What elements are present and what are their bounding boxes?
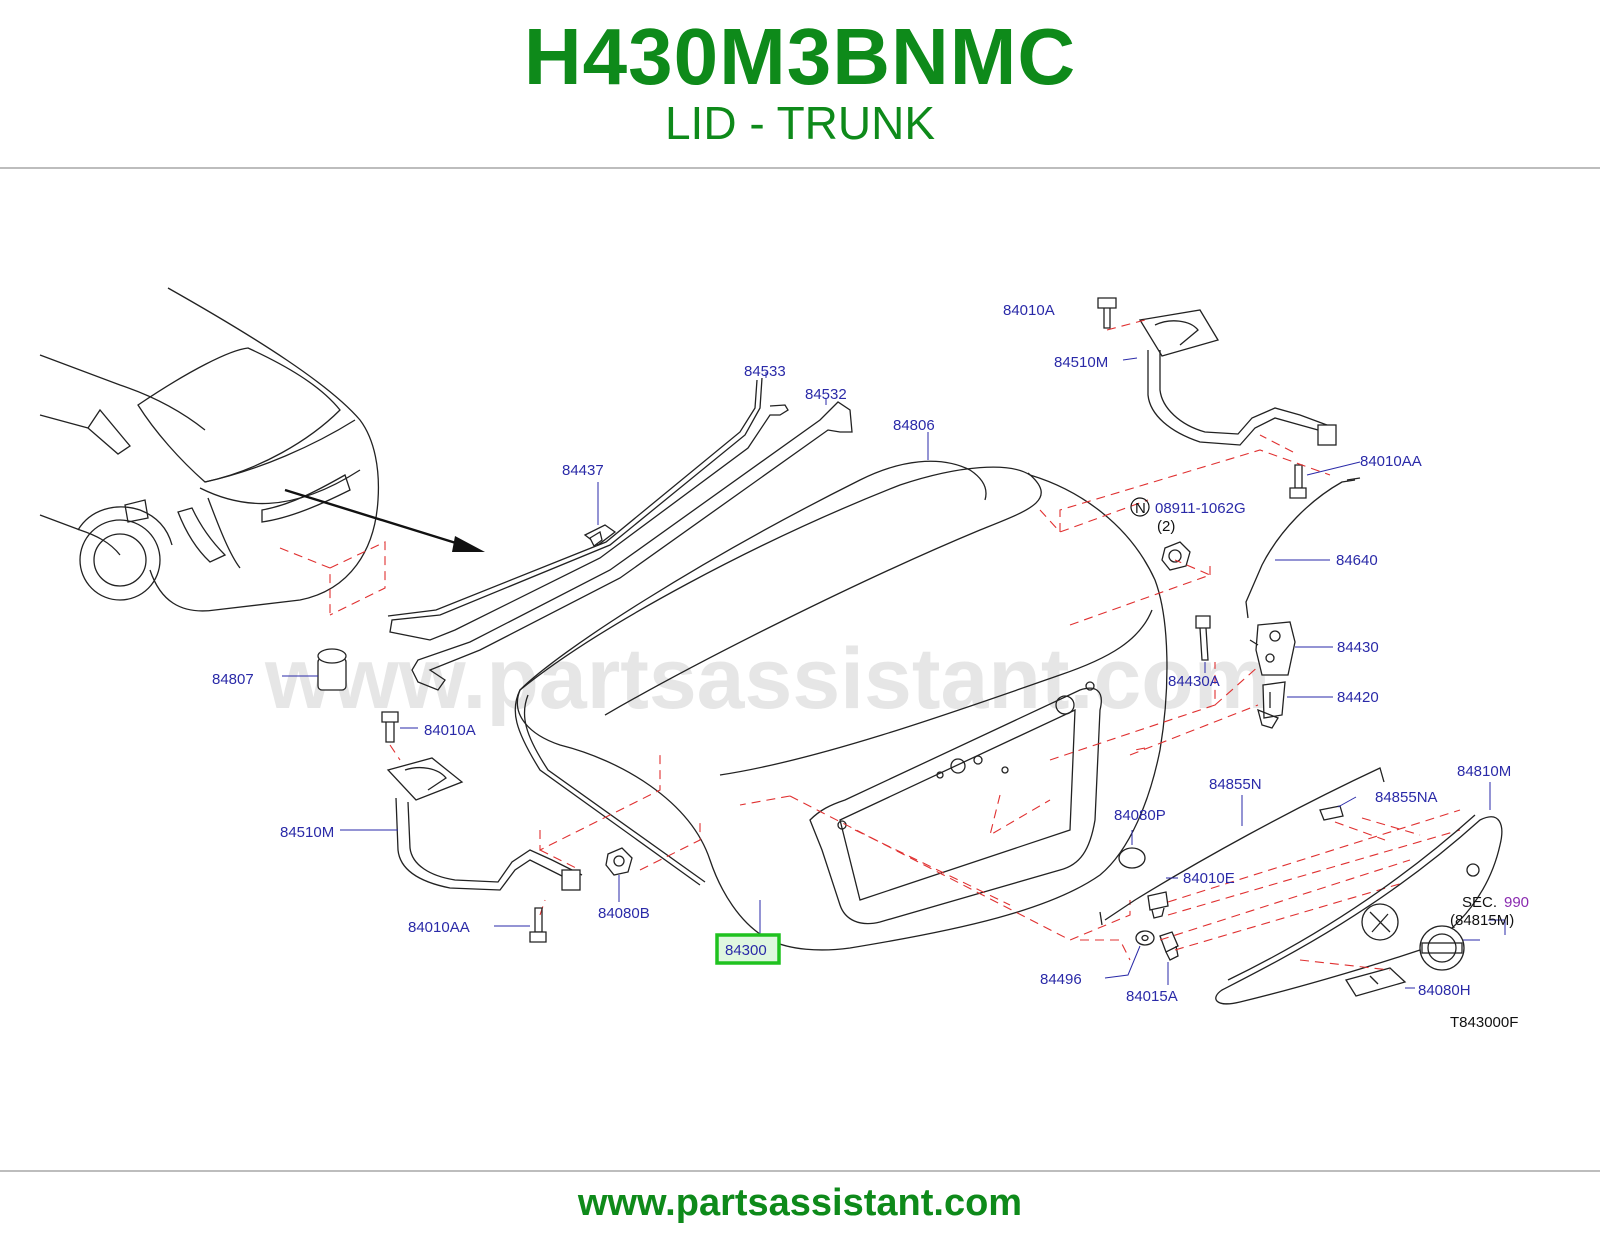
part-84810M-garnish <box>1215 814 1503 1005</box>
label-84010A-top: 84010A <box>1003 302 1055 319</box>
label-84010A-left: 84010A <box>424 722 476 739</box>
part-84010E-clip <box>1147 891 1169 919</box>
part-84080H-cover <box>1344 967 1407 997</box>
part-84430-lock <box>1249 621 1296 676</box>
label-08911-1062G: 08911-1062G <box>1155 500 1246 517</box>
label-84010E: 84010E <box>1183 870 1235 887</box>
label-84806: 84806 <box>893 417 935 434</box>
label-84080H: 84080H <box>1418 982 1471 999</box>
part-84807-bumper <box>317 648 347 691</box>
nut-08911-1062G <box>1161 541 1191 571</box>
label-84810M: 84810M <box>1457 763 1511 780</box>
label-84533: 84533 <box>744 363 786 380</box>
footer-divider <box>0 1170 1600 1172</box>
label-n-marker: N <box>1135 500 1146 517</box>
label-84015A: 84015A <box>1126 988 1178 1005</box>
label-84855N: 84855N <box>1209 776 1262 793</box>
emblem-84815M <box>1419 925 1465 971</box>
bolt-84010AA-right <box>1289 464 1307 499</box>
label-84430A: 84430A <box>1168 673 1220 690</box>
bolt-84430A <box>1195 615 1211 661</box>
part-84510M-hinge-left <box>386 757 583 891</box>
part-84015A-grommet <box>1159 931 1179 961</box>
part-84855NA-clip <box>1319 805 1344 821</box>
label-84510M-right: 84510M <box>1054 354 1108 371</box>
part-84080B-bumper <box>605 847 633 876</box>
torsion-bars <box>387 377 853 691</box>
part-84300-trunk-lid <box>516 466 1168 951</box>
page-header: H430M3BNMC LID - TRUNK <box>0 0 1600 168</box>
bolt-84010A-left <box>381 711 399 743</box>
assembly-subtitle: LID - TRUNK <box>664 97 936 149</box>
part-84510M-hinge-right <box>1138 309 1337 446</box>
label-84437: 84437 <box>562 462 604 479</box>
bolt-84010AA-left <box>529 907 547 943</box>
label-84080P: 84080P <box>1114 807 1166 824</box>
label-84640: 84640 <box>1336 552 1378 569</box>
part-84420-striker <box>1257 681 1286 729</box>
label-84855NA: 84855NA <box>1375 789 1438 806</box>
exploded-view-svg: www.partsassistant.com <box>39 287 1529 1031</box>
label-84300: 84300 <box>725 942 767 959</box>
n-marker <box>1130 497 1150 517</box>
part-84855N-molding <box>1104 767 1385 921</box>
label-sec-ref: (84815M) <box>1450 912 1514 929</box>
label-84080B: 84080B <box>598 905 650 922</box>
label-84420: 84420 <box>1337 689 1379 706</box>
footer-website-link[interactable]: www.partsassistant.com <box>577 1182 1023 1224</box>
car-rear-outline <box>39 287 380 612</box>
bolt-84010A-top <box>1097 297 1117 329</box>
label-sec-prefix: SEC. <box>1462 894 1497 911</box>
label-sec-number: 990 <box>1504 894 1529 911</box>
header-divider <box>0 167 1600 169</box>
highlight-box-84300 <box>715 933 781 965</box>
part-84640-cable <box>1245 479 1356 619</box>
label-84807: 84807 <box>212 671 254 688</box>
part-84496-washer <box>1135 930 1155 946</box>
drawing-code: T843000F <box>1450 1014 1518 1031</box>
label-84010AA-right: 84010AA <box>1360 453 1422 470</box>
label-84010AA-left: 84010AA <box>408 919 470 936</box>
watermark-text: www.partsassistant.com <box>264 631 1270 727</box>
label-84430: 84430 <box>1337 639 1379 656</box>
part-84806-weatherstrip-top <box>519 460 987 691</box>
label-84532: 84532 <box>805 386 847 403</box>
part-84437-clip <box>583 524 617 547</box>
label-84496: 84496 <box>1040 971 1082 988</box>
label-08911-qty: (2) <box>1157 518 1175 535</box>
parts-diagram: www.partsassistant.com <box>0 170 1600 1170</box>
part-84080P-plug <box>1118 847 1146 869</box>
part-number-title: H430M3BNMC <box>523 12 1077 101</box>
label-84510M-left: 84510M <box>280 824 334 841</box>
